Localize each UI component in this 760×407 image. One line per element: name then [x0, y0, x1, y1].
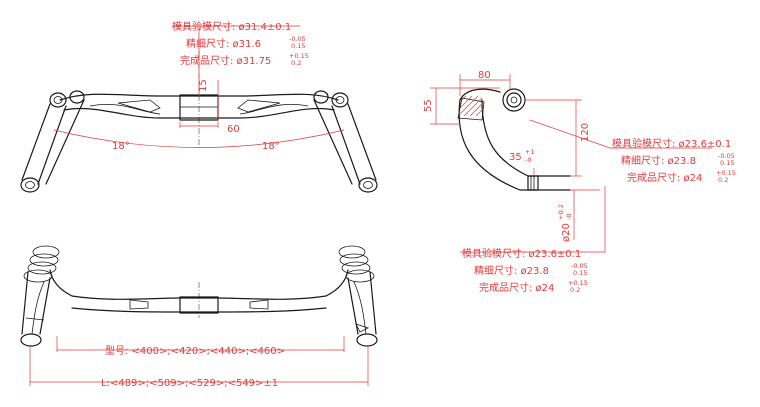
right-top-end-cap	[331, 92, 349, 108]
model-sizes-label: 型号: <400>;<420>;<440>;<460>	[105, 344, 285, 357]
clamp-finished-tol-lower: 0.2	[291, 59, 301, 67]
rise-label: 55	[423, 99, 434, 112]
front-left-shoulder	[49, 269, 73, 297]
clamp-fine-tol-upper: -0.05	[289, 35, 306, 43]
angle-tol-lower: -0	[525, 156, 531, 164]
side-view: 80 55 120 35 +1 -0 ø20 +0.2 -0 模具验模尺寸: ø…	[423, 70, 736, 294]
angle-label: 35	[509, 152, 522, 163]
front-right-port	[249, 299, 269, 310]
clamp-finished-tol-upper: +0.15	[289, 52, 309, 60]
end-dia-tol-lower: -0	[565, 214, 573, 220]
front-left-drop-mid	[31, 281, 45, 335]
side-section-hatch	[459, 95, 485, 117]
top-bar-upper-edge	[59, 93, 339, 101]
lower-finished-tol-upper: +0.15	[568, 279, 588, 287]
clamp-fine-tol-lower: 0.15	[291, 42, 305, 50]
top-view: 模具验模尺寸: ø31.4±0.1 精细尺寸: ø31.6 -0.05 0.15…	[20, 20, 378, 193]
left-drop-end	[20, 177, 40, 193]
sweep-right-label: 18°	[262, 141, 280, 152]
drop-label: 120	[580, 123, 591, 142]
front-right-drop-mid	[353, 281, 367, 335]
front-left-drop-end	[20, 333, 42, 347]
end-dia-tol-upper: +0.2	[557, 204, 565, 220]
front-left-collar	[25, 317, 45, 321]
right-drop-inner	[331, 105, 361, 185]
front-left-drop-outer	[21, 271, 29, 335]
front-right-drop-end	[356, 333, 378, 347]
upper-mold-note: 模具验模尺寸: ø23.6±0.1	[612, 137, 731, 150]
side-inner-curve	[481, 99, 571, 177]
right-drop-outer	[347, 103, 377, 181]
upper-finished-tol-lower: 0.2	[718, 176, 728, 184]
side-outer-curve	[458, 99, 571, 191]
clamp-finished-note: 完成品尺寸: ø31.75	[180, 54, 271, 67]
right-drop-rear	[313, 99, 353, 185]
side-end-collar	[527, 175, 539, 191]
left-top-end-inner	[53, 96, 63, 104]
lower-fine-tol-upper: -0.05	[571, 262, 588, 270]
lower-mold-note: 模具验模尺寸: ø23.6±0.1	[462, 247, 581, 260]
end-dia-label: ø20	[561, 223, 572, 242]
clamp-width-label: 60	[227, 124, 240, 135]
side-clamp-core	[510, 96, 518, 104]
left-hook-cap	[69, 90, 85, 104]
front-left-drop-inner	[39, 277, 51, 335]
lower-finished-tol-lower: 0.2	[570, 286, 580, 294]
front-right-drop-outer	[369, 271, 377, 335]
front-bar-lower	[71, 307, 327, 313]
upper-finished-tol-upper: +0.15	[716, 169, 736, 177]
upper-fine-tol-lower: 0.15	[720, 159, 734, 167]
angle-tol-upper: +1	[525, 148, 535, 156]
left-top-end-cap	[49, 92, 67, 108]
side-top-curve	[459, 88, 501, 101]
lower-fine-note: 精细尺寸: ø23.8	[474, 264, 549, 277]
left-drop-inner	[37, 105, 67, 185]
left-drop-rear	[45, 99, 85, 185]
length-sizes-label: L:<489>;<509>;<529>;<549>±1	[101, 378, 278, 389]
front-left-hook-rings	[23, 245, 60, 283]
right-hook-cap	[313, 90, 329, 104]
lower-notes-leader	[460, 186, 606, 253]
left-drop-end-inner	[25, 181, 35, 189]
left-cable-port	[117, 99, 161, 113]
upper-fine-note: 精细尺寸: ø23.8	[621, 154, 696, 167]
lower-finished-note: 完成品尺寸: ø24	[479, 281, 554, 294]
upper-finished-note: 完成品尺寸: ø24	[627, 171, 702, 184]
upper-notes-leader	[529, 119, 712, 149]
sweep-arc	[53, 129, 345, 148]
front-right-hook-rings	[338, 245, 375, 283]
side-hatched-section	[457, 97, 485, 121]
right-drop-end	[358, 177, 378, 193]
side-clamp-outer	[502, 88, 526, 112]
sweep-left-label: 18°	[112, 141, 130, 152]
top-bar-lower-edge	[63, 107, 335, 119]
left-drop-outer	[21, 103, 51, 181]
right-cable-port	[237, 99, 281, 113]
front-clamp	[179, 296, 219, 314]
right-drop-end-inner	[363, 181, 373, 189]
reach-label: 80	[478, 70, 491, 81]
side-clamp-inner	[506, 92, 522, 108]
front-right-port-end	[355, 323, 370, 333]
lower-fine-tol-lower: 0.15	[573, 269, 587, 277]
clamp-mold-note: 模具验模尺寸: ø31.4±0.1	[172, 20, 291, 33]
right-flat-contour	[239, 103, 309, 115]
upper-fine-tol-upper: -0.05	[718, 152, 735, 160]
right-top-end-inner	[335, 96, 345, 104]
front-left-port	[129, 299, 149, 310]
front-bar-upper	[71, 295, 327, 300]
clamp-fine-note: 精细尺寸: ø31.6	[186, 37, 261, 50]
left-flat-contour	[89, 103, 161, 115]
front-view: 型号: <400>;<420>;<440>;<460> L:<489>;<509…	[20, 245, 378, 389]
clamp-height-label: 15	[198, 79, 209, 92]
front-right-shoulder	[325, 269, 349, 297]
